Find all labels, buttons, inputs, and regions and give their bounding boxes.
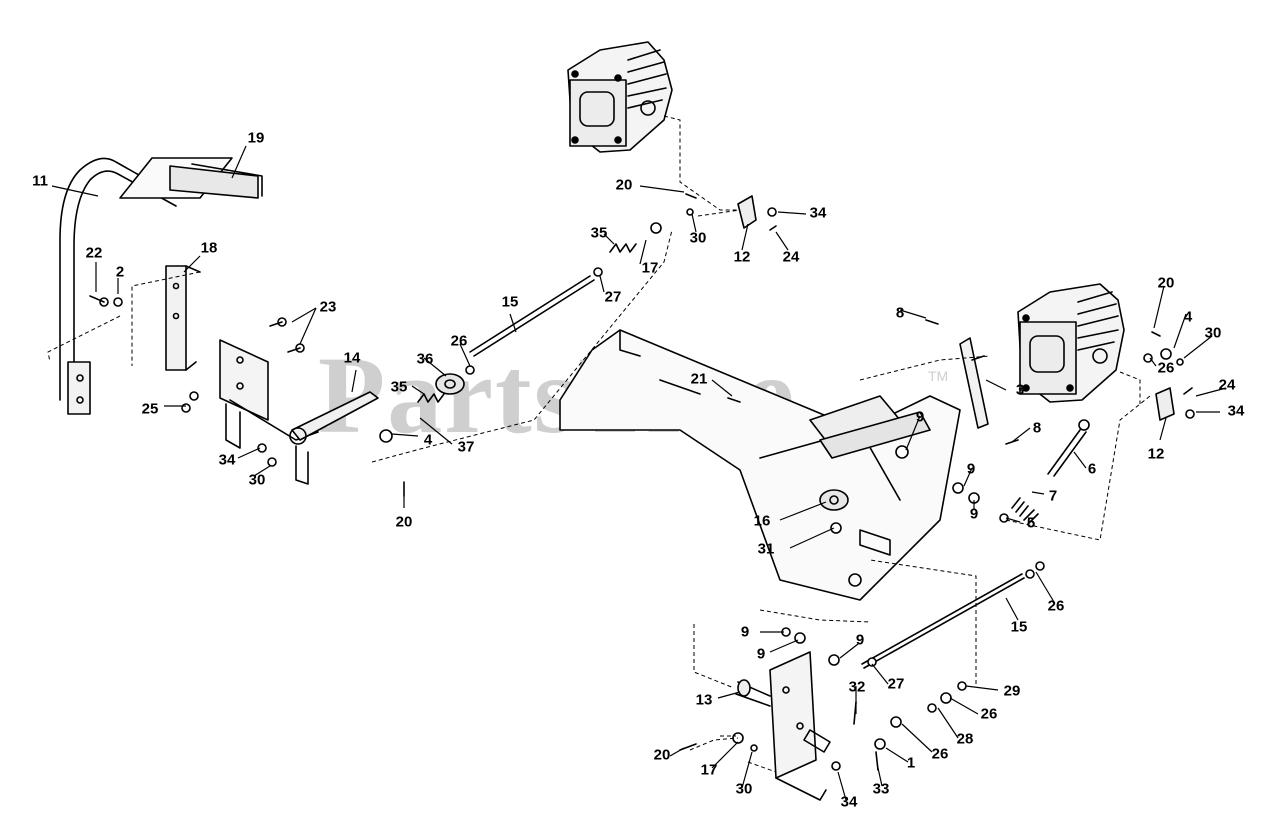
bolts[interactable] [89,193,1193,771]
callout-34-upper[interactable]: 34 [809,204,827,222]
callout-15-left[interactable]: 15 [501,293,519,311]
callout-4-left[interactable]: 4 [423,431,433,449]
fasteners[interactable] [99,207,1195,771]
callout-9-lower-a[interactable]: 9 [740,623,750,641]
callout-24-right[interactable]: 24 [1218,376,1236,394]
callout-34-right[interactable]: 34 [1227,402,1245,420]
callout-27-lower[interactable]: 27 [887,675,905,693]
callout-18[interactable]: 18 [200,239,218,257]
callout-9-lower-c[interactable]: 9 [855,631,865,649]
eye-bolt[interactable] [1047,419,1090,477]
callout-13[interactable]: 13 [695,691,713,709]
callout-4-right[interactable]: 4 [1183,308,1193,326]
callout-16[interactable]: 16 [753,512,771,530]
callout-22[interactable]: 22 [85,244,103,262]
callout-35-lower[interactable]: 35 [390,378,408,396]
callout-1[interactable]: 1 [906,754,916,772]
callout-29[interactable]: 29 [1003,682,1021,700]
pivot-bracket-assembly[interactable] [219,339,379,485]
callout-14[interactable]: 14 [343,349,361,367]
lower-pivot-assembly[interactable] [735,651,831,801]
callout-6[interactable]: 6 [1087,460,1097,478]
guide-lines [47,115,1151,773]
callout-26-lower-a[interactable]: 26 [980,705,998,723]
handle-bracket[interactable] [165,265,201,371]
callout-34-left[interactable]: 34 [218,451,236,469]
callout-17-upper[interactable]: 17 [641,259,659,277]
callout-26-rod[interactable]: 26 [1047,597,1065,615]
callout-31[interactable]: 31 [757,540,775,558]
callout-12-right[interactable]: 12 [1147,445,1165,463]
callout-9-frame-a[interactable]: 9 [915,408,925,426]
callout-33[interactable]: 33 [872,780,890,798]
callout-30-upper[interactable]: 30 [689,229,707,247]
callout-12-upper[interactable]: 12 [733,248,751,266]
callout-23[interactable]: 23 [319,298,337,316]
callout-11[interactable]: 11 [32,172,48,190]
callout-19[interactable]: 19 [247,129,265,147]
callout-7[interactable]: 7 [1048,487,1058,505]
callout-34-lower[interactable]: 34 [840,793,858,811]
watermark-trademark: TM [928,368,949,384]
callout-20-right[interactable]: 20 [1157,274,1175,292]
callout-32[interactable]: 32 [848,678,866,696]
callout-9-frame-c[interactable]: 9 [969,505,979,523]
right-hydro-pump[interactable] [1017,283,1125,403]
callout-9-lower-b[interactable]: 9 [756,645,766,663]
callout-30-left[interactable]: 30 [248,471,266,489]
callout-35-upper[interactable]: 35 [590,224,608,242]
left-control-rod[interactable] [469,275,595,357]
damper-shock[interactable] [959,337,989,429]
leader-lines [51,145,1227,801]
chassis-frame[interactable] [559,329,961,601]
callout-8-upper[interactable]: 8 [895,304,905,322]
callout-28[interactable]: 28 [956,730,974,748]
springs[interactable] [417,243,1039,525]
callout-20-left[interactable]: 20 [395,513,413,531]
callout-36[interactable]: 36 [416,350,434,368]
callout-5[interactable]: 5 [1026,514,1036,532]
callout-17-lower[interactable]: 17 [700,761,718,779]
callout-20-upper[interactable]: 20 [615,176,633,194]
callout-27-upper[interactable]: 27 [604,288,622,306]
callout-20-lower[interactable]: 20 [653,746,671,764]
upper-link-plate[interactable] [737,195,757,229]
callout-3[interactable]: 3 [1015,381,1025,399]
callout-9-frame-b[interactable]: 9 [966,460,976,478]
control-handle[interactable] [59,157,177,415]
callout-30-lower[interactable]: 30 [735,780,753,798]
callout-2[interactable]: 2 [115,263,125,281]
right-control-rod[interactable] [861,573,1025,669]
callout-26-lower-b[interactable]: 26 [931,745,949,763]
adjust-knob[interactable] [435,373,465,395]
handle-grips[interactable] [119,157,263,199]
callout-21[interactable]: 21 [690,370,708,388]
callout-26-left[interactable]: 26 [450,332,468,350]
callout-37[interactable]: 37 [457,438,475,456]
upper-hydro-pump[interactable] [567,41,673,153]
callout-25[interactable]: 25 [141,400,159,418]
callout-26-right[interactable]: 26 [1157,359,1175,377]
callout-8-lower[interactable]: 8 [1032,419,1042,437]
callout-24-upper[interactable]: 24 [782,248,800,266]
callout-30-right[interactable]: 30 [1204,324,1222,342]
right-link-plate[interactable] [1155,387,1175,421]
callout-15-right[interactable]: 15 [1010,618,1028,636]
